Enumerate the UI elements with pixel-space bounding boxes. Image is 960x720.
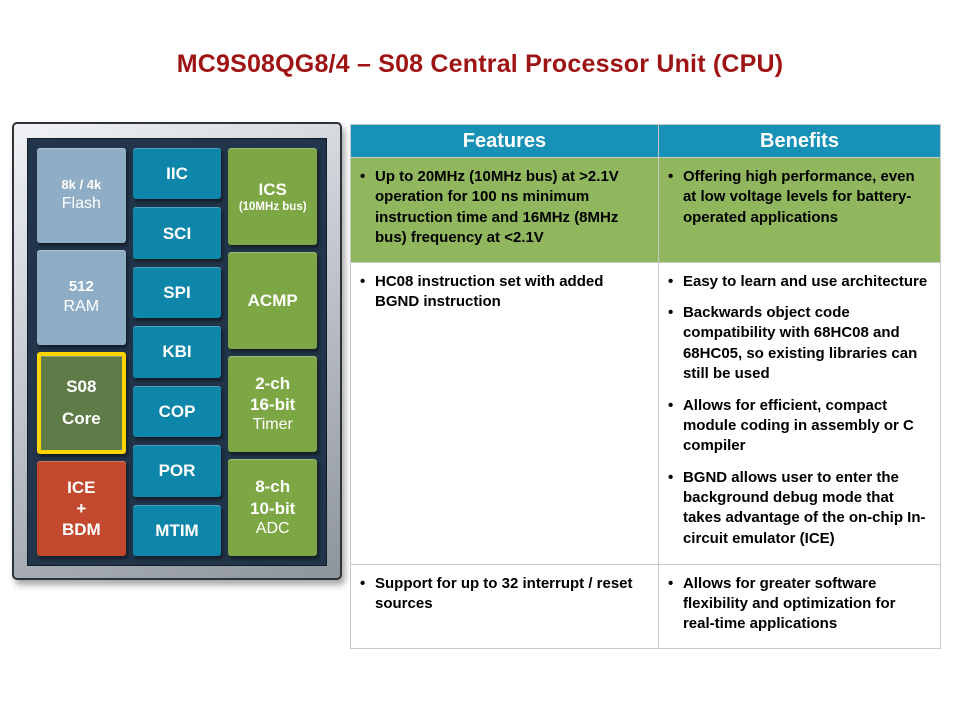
benefits-item: • Offering high performance, even at low …: [668, 167, 928, 228]
bullet-icon: •: [360, 272, 366, 290]
block-label: POR: [158, 461, 196, 481]
benefits-item: • Easy to learn and use architecture: [668, 272, 928, 292]
block-label: KBI: [162, 342, 192, 362]
bullet-icon: •: [667, 168, 674, 185]
sci-block: SCI: [132, 207, 222, 259]
kbi-block: KBI: [132, 326, 222, 378]
table-body: • Up to 20MHz (10MHz bus) at >2.1V operat…: [350, 157, 942, 649]
features-item: • Support for up to 32 interrupt / reset …: [360, 574, 646, 615]
bullet-text: Support for up to 32 interrupt / reset s…: [375, 574, 633, 612]
block-label: ICE: [67, 477, 96, 497]
bullet-text: Offering high performance, even at low v…: [682, 168, 915, 226]
table-row: • Up to 20MHz (10MHz bus) at >2.1V operat…: [350, 157, 942, 263]
block-label: 10-bit: [250, 498, 296, 518]
block-label: MTIM: [155, 520, 199, 540]
bullet-icon: •: [360, 574, 366, 592]
spi-block: SPI: [132, 266, 222, 319]
acmp-block: ACMP: [228, 251, 318, 349]
benefits-cell: • Allows for greater software flexibility…: [657, 563, 942, 649]
block-label: (10MHz bus): [238, 200, 307, 213]
benefits-item: • BGND allows user to enter the backgroun…: [668, 468, 928, 550]
table-row: • Support for up to 32 interrupt / reset …: [350, 563, 942, 649]
benefits-item: • Backwards object code compatibility wit…: [668, 303, 928, 385]
iic-block: IIC: [132, 148, 222, 200]
benefits-cell: • Easy to learn and use architecture • Back…: [657, 261, 942, 565]
bullet-icon: •: [667, 272, 674, 290]
block-label: SPI: [163, 282, 191, 302]
bullet-text: Backwards object code compatibility with…: [682, 303, 918, 383]
block-label: 16-bit: [250, 394, 296, 414]
benefits-cell: • Offering high performance, even at low …: [657, 157, 942, 263]
block-label: ACMP: [247, 290, 298, 310]
block-label: 2-ch: [255, 373, 291, 393]
bullet-text: Allows for efficient, compact module cod…: [682, 396, 914, 455]
bullet-icon: •: [667, 303, 674, 321]
block-label: COP: [158, 401, 196, 421]
bullet-text: BGND allows user to enter the background…: [682, 468, 926, 547]
bullet-text: Easy to learn and use architecture: [682, 272, 928, 290]
block-label: Core: [61, 409, 101, 429]
bullet-icon: •: [667, 468, 674, 486]
block-label: Flash: [61, 194, 101, 212]
page-title: MC9S08QG8/4 – S08 Central Processor Unit…: [176, 50, 784, 78]
benefits-item: • Allows for efficient, compact module co…: [668, 396, 928, 457]
bullet-text: HC08 instruction set with added BGND ins…: [375, 272, 604, 310]
ice-bdm-block: ICE + BDM: [37, 461, 126, 556]
features-cell: • HC08 instruction set with added BGND in…: [350, 261, 659, 565]
por-block: POR: [132, 445, 222, 497]
block-label: 8k / 4k: [61, 177, 102, 193]
features-cell: • Support for up to 32 interrupt / reset …: [350, 563, 659, 649]
features-benefits-table: Features Benefits • Up to 20MHz (10MHz bu…: [350, 124, 942, 649]
bullet-text: Allows for greater software flexibility …: [682, 574, 896, 633]
features-cell: • Up to 20MHz (10MHz bus) at >2.1V operat…: [350, 157, 659, 263]
table-row: • HC08 instruction set with added BGND in…: [350, 261, 942, 565]
diagram-col-middle: IIC SCI SPI KBI COP POR MTIM: [132, 148, 222, 556]
bullet-text: Up to 20MHz (10MHz bus) at >2.1V operati…: [375, 168, 619, 247]
header-row: Features Benefits: [350, 124, 942, 158]
block-label: SCI: [162, 223, 192, 243]
block-label: BDM: [61, 520, 101, 540]
block-label: RAM: [63, 297, 100, 315]
bullet-icon: •: [667, 574, 674, 592]
features-item: • Up to 20MHz (10MHz bus) at >2.1V operat…: [360, 167, 646, 249]
block-label: ICS: [258, 179, 287, 199]
block-label: S08: [66, 377, 97, 397]
bullet-icon: •: [360, 168, 366, 185]
table-header: Features Benefits: [350, 124, 942, 158]
block-label: ADC: [255, 519, 290, 537]
bullet-icon: •: [667, 396, 674, 414]
features-header: Features: [350, 124, 659, 158]
mtim-block: MTIM: [132, 504, 222, 556]
ics-block: ICS(10MHz bus): [228, 148, 318, 245]
benefits-item: • Allows for greater software flexibility…: [668, 574, 928, 635]
block-label: 8-ch: [255, 477, 291, 497]
block-label: Timer: [252, 416, 293, 434]
block-label: IIC: [166, 164, 188, 184]
features-item: • HC08 instruction set with added BGND in…: [360, 272, 646, 313]
block-label: +: [76, 499, 87, 518]
cop-block: COP: [132, 385, 222, 438]
benefits-header: Benefits: [657, 124, 942, 158]
block-label: 512: [68, 277, 94, 295]
